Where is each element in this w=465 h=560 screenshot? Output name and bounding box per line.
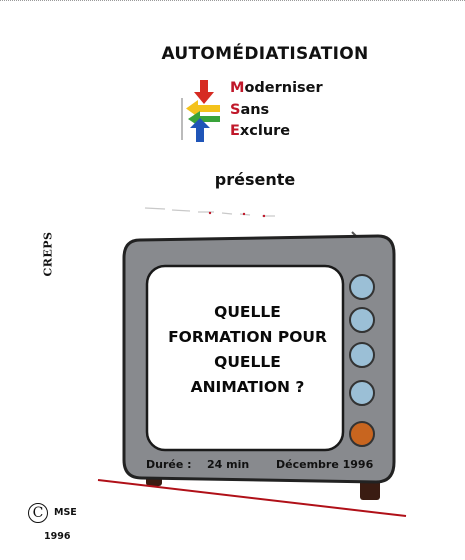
tv-knob [349,342,375,368]
screen-line: ANIMATION ? [190,378,305,396]
presents-label: présente [214,170,296,189]
logo-initial: S [230,101,241,118]
screen-line: QUELLE [214,303,281,321]
duration-value: 24 min [207,458,250,471]
publisher-label: MSE [54,507,77,518]
copyright-icon: C [28,503,48,523]
screen-line: FORMATION POUR [168,328,327,346]
top-dotted-border [0,0,465,1]
logo-arrows-icon [181,80,220,142]
tv-knob [349,421,375,447]
tv-knob [349,274,375,300]
logo-initial: M [230,80,245,96]
logo-initial: E [230,123,240,139]
logo-line-moderniser: Moderniser [230,78,323,100]
release-date: Décembre 1996 [276,458,374,471]
logo-line-exclure: Exclure [230,121,323,143]
logo-line-rest: xclure [239,123,291,139]
tv-knob [349,380,375,406]
logo-line-rest: ans [240,101,270,118]
tv-knob [349,307,375,333]
duration-label: Durée : [146,458,192,471]
logo-line-rest: oderniser [244,80,323,96]
screen-line: QUELLE [214,353,281,371]
logo-line-sans: Sans [230,100,323,122]
floor-line [97,479,407,517]
screen-text: QUELLE FORMATION POUR QUELLE ANIMATION ? [150,300,345,400]
year-label: 1996 [44,531,71,542]
page-title: AUTOMÉDIATISATION [161,44,369,64]
logo-text: Moderniser Sans Exclure [230,78,323,143]
tv-screen [145,264,345,452]
